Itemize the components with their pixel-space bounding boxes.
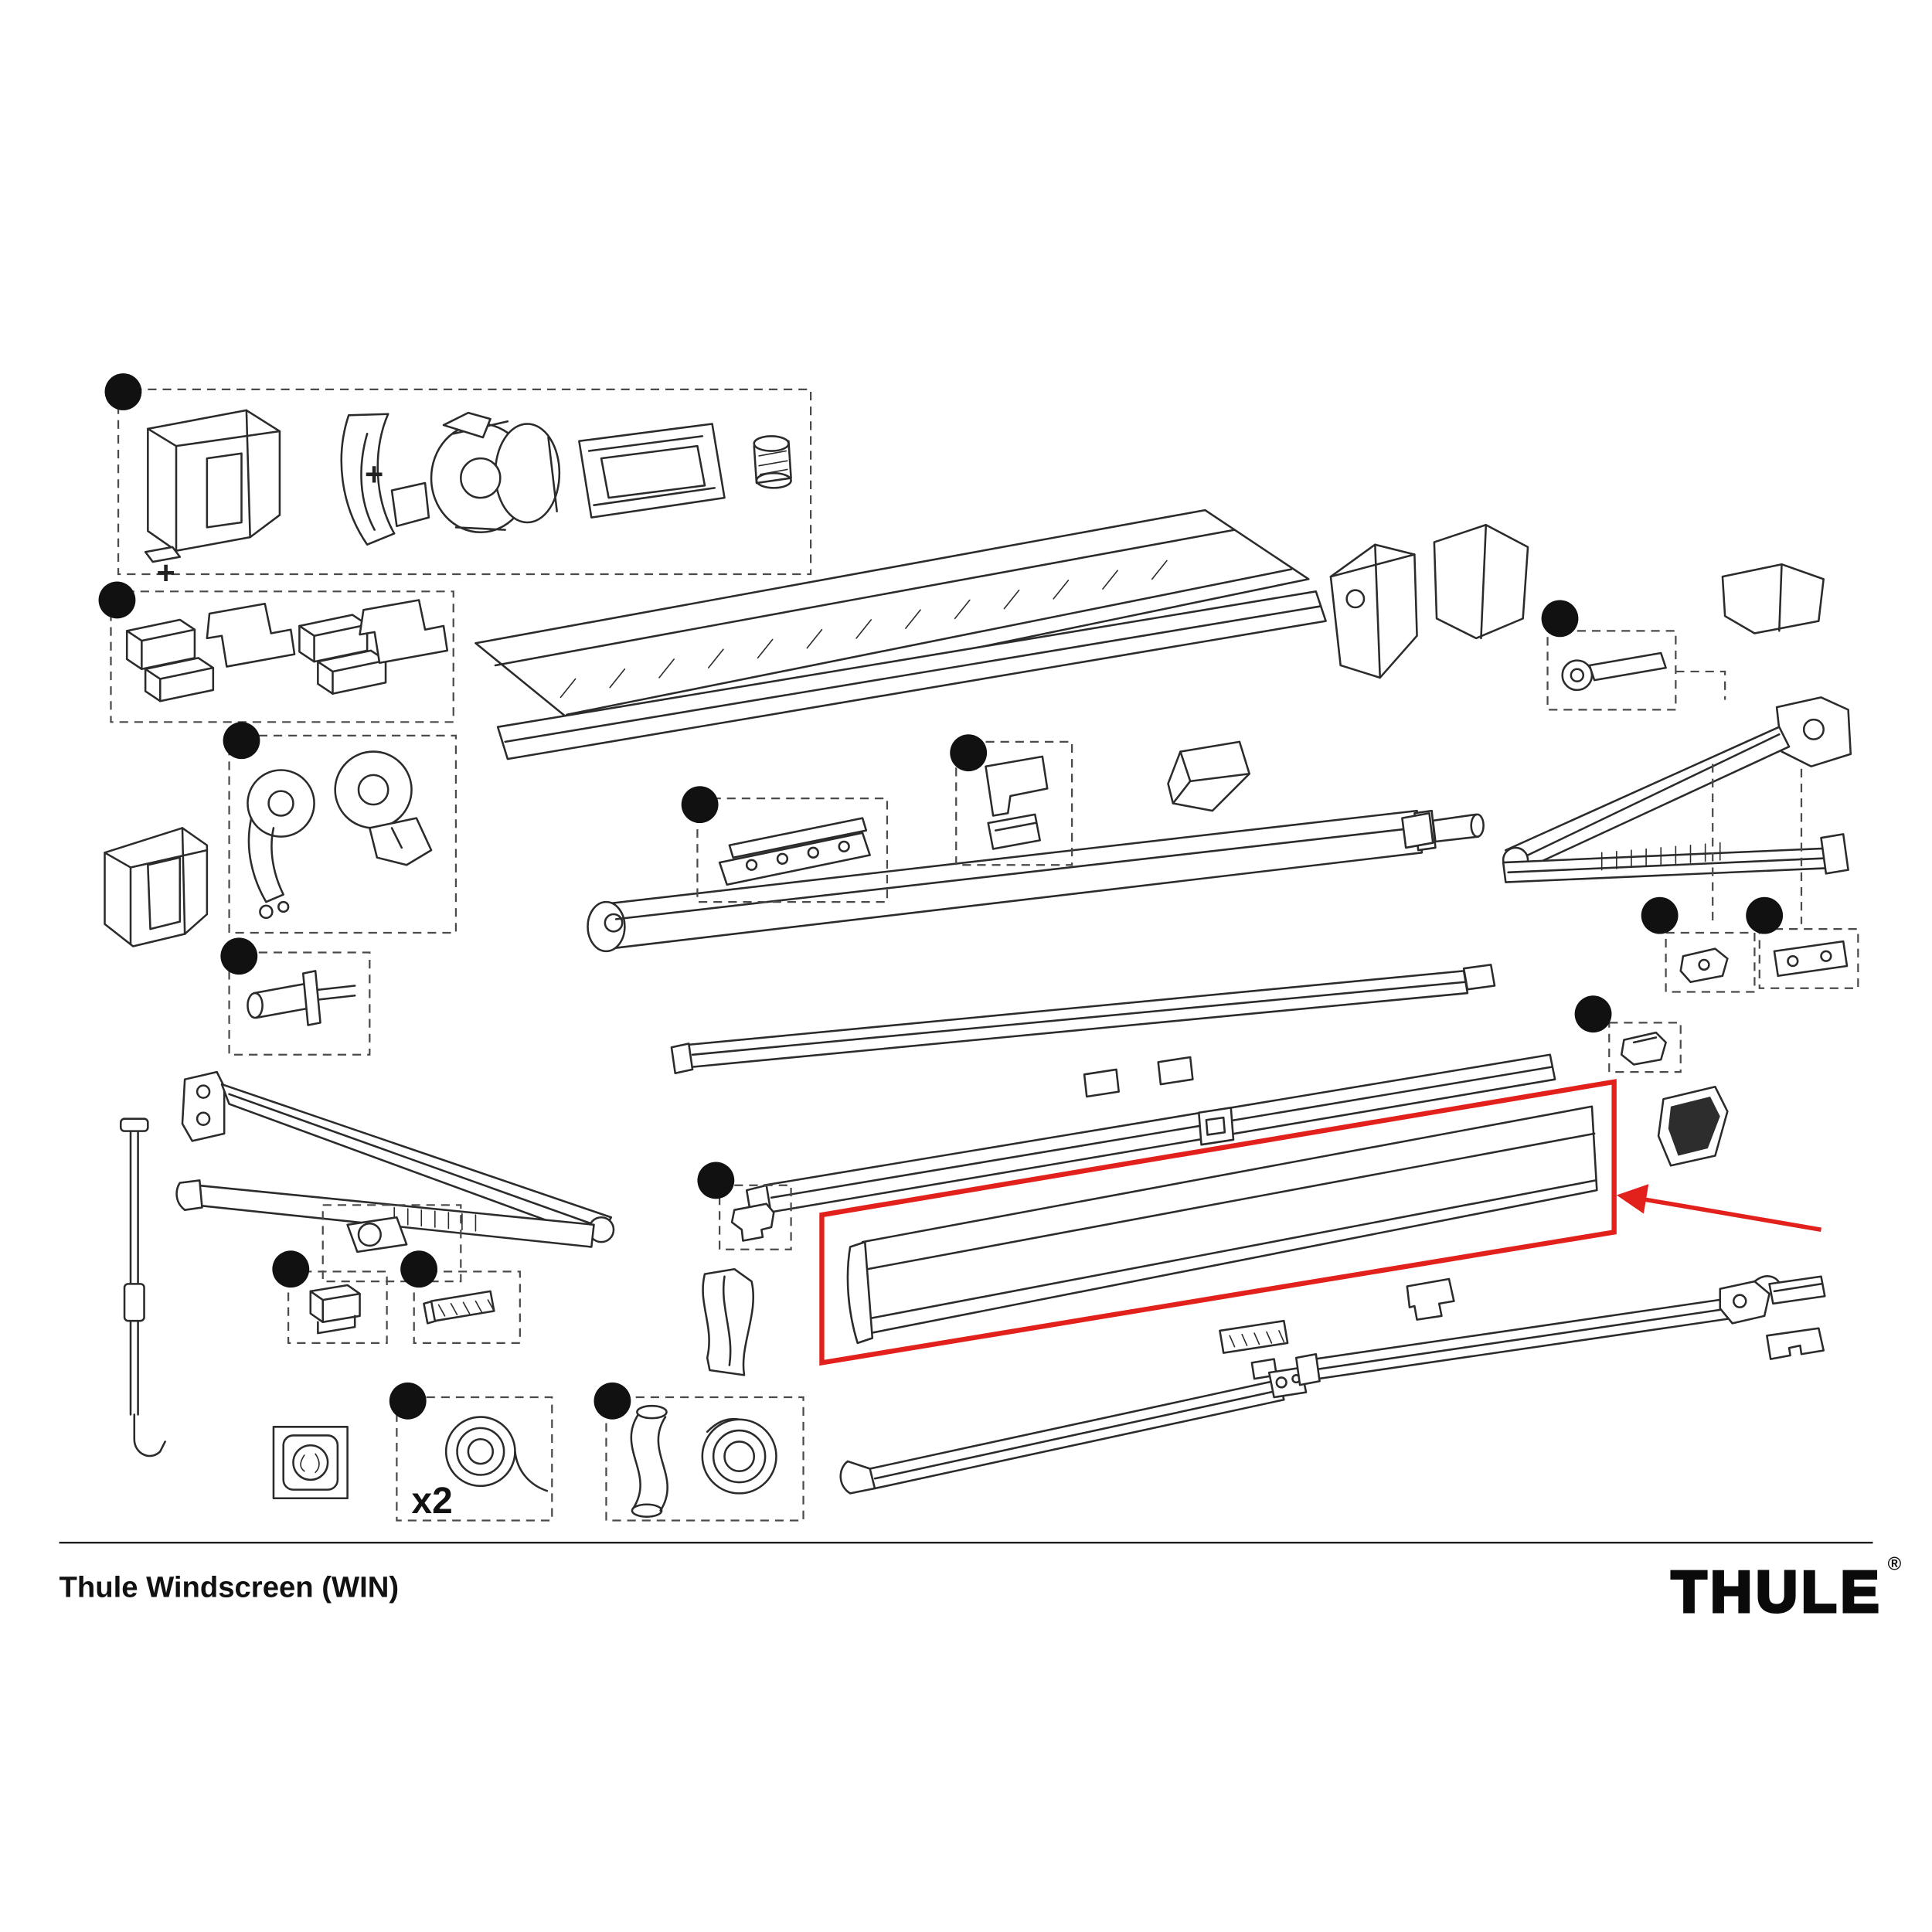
bracket-mid <box>1167 740 1250 812</box>
clip-mid-bottom <box>1406 1277 1455 1321</box>
crank-handle <box>119 1117 166 1458</box>
clip-right-2 <box>1766 1327 1825 1360</box>
group-clip-kit-c <box>1608 1022 1682 1073</box>
callout-dot[interactable] <box>1746 896 1784 934</box>
end-cap-left <box>104 827 209 947</box>
group-endcap-motor-kit: + + <box>117 388 812 591</box>
callout-dot[interactable] <box>681 786 719 824</box>
cassette-top-profile <box>474 509 1327 760</box>
group-clip-kit-left <box>719 1184 792 1250</box>
highlight-arrow <box>1616 1184 1821 1232</box>
tension-rafter-2 <box>1295 1275 1783 1386</box>
roller-end-adapter <box>1401 812 1485 849</box>
callout-dot[interactable] <box>1574 995 1612 1033</box>
small-cylinder-part <box>753 435 792 489</box>
group-spindle-kit <box>228 951 371 1056</box>
end-cap-right-2 <box>1433 523 1529 640</box>
brand-logo: THULE <box>1672 1559 1883 1624</box>
spring-arm-right <box>1502 696 1852 927</box>
group-foam-roll-kit: x2 <box>396 1396 553 1522</box>
highlight-box[interactable] <box>819 1079 1617 1366</box>
callout-dot[interactable] <box>1641 896 1679 934</box>
group-roller-holder-kit <box>1546 630 1726 711</box>
spring-arm-left <box>175 1070 615 1248</box>
callout-dot[interactable] <box>104 373 142 410</box>
registered-trademark-symbol: ® <box>1888 1553 1902 1574</box>
front-panel-windscreen[interactable] <box>846 1105 1598 1345</box>
callout-dot[interactable] <box>1541 600 1579 638</box>
callout-dot[interactable] <box>389 1382 427 1420</box>
callout-dot[interactable] <box>594 1382 631 1420</box>
plus-sign: + <box>156 555 175 591</box>
group-spring-assembly-kit <box>228 734 457 934</box>
callout-dot[interactable] <box>272 1250 310 1288</box>
callout-dots <box>98 373 1784 1420</box>
bracket-bottom <box>1219 1319 1289 1354</box>
group-clamp-kit <box>413 1270 521 1344</box>
callout-dot[interactable] <box>950 734 988 772</box>
callout-dot[interactable] <box>98 581 136 619</box>
group-strap-cord-kit <box>605 1396 804 1522</box>
callout-dot[interactable] <box>223 722 260 760</box>
x2-quantity-label: x2 <box>412 1481 453 1522</box>
group-block-kit <box>287 1270 388 1344</box>
callout-dot[interactable] <box>697 1162 735 1199</box>
group-elbow-joint-kit <box>321 1204 462 1283</box>
tension-rafter-1 <box>839 1358 1308 1495</box>
product-title: Thule Windscreen (WIN) <box>60 1570 400 1604</box>
cover-right <box>1721 563 1825 634</box>
callout-dot[interactable] <box>400 1250 438 1288</box>
motor-cover-boot <box>702 1267 755 1376</box>
clip-right-1 <box>1768 1275 1826 1305</box>
wall-bracket-plate <box>272 1426 349 1500</box>
group-foam-pads-kit <box>110 590 454 723</box>
end-cap-right-1 <box>1329 543 1418 679</box>
cassette-end-cover-dark <box>1657 1085 1729 1167</box>
group-clip-kit-a <box>1665 931 1756 993</box>
group-bracket-kit <box>955 740 1073 866</box>
group-mounting-rail-kit <box>696 798 889 903</box>
callout-dot[interactable] <box>220 937 258 975</box>
group-clip-kit-b <box>1758 928 1859 989</box>
plus-sign: + <box>365 456 383 492</box>
bracket-square-small <box>1198 1107 1235 1146</box>
support-rail-lower <box>670 964 1496 1074</box>
